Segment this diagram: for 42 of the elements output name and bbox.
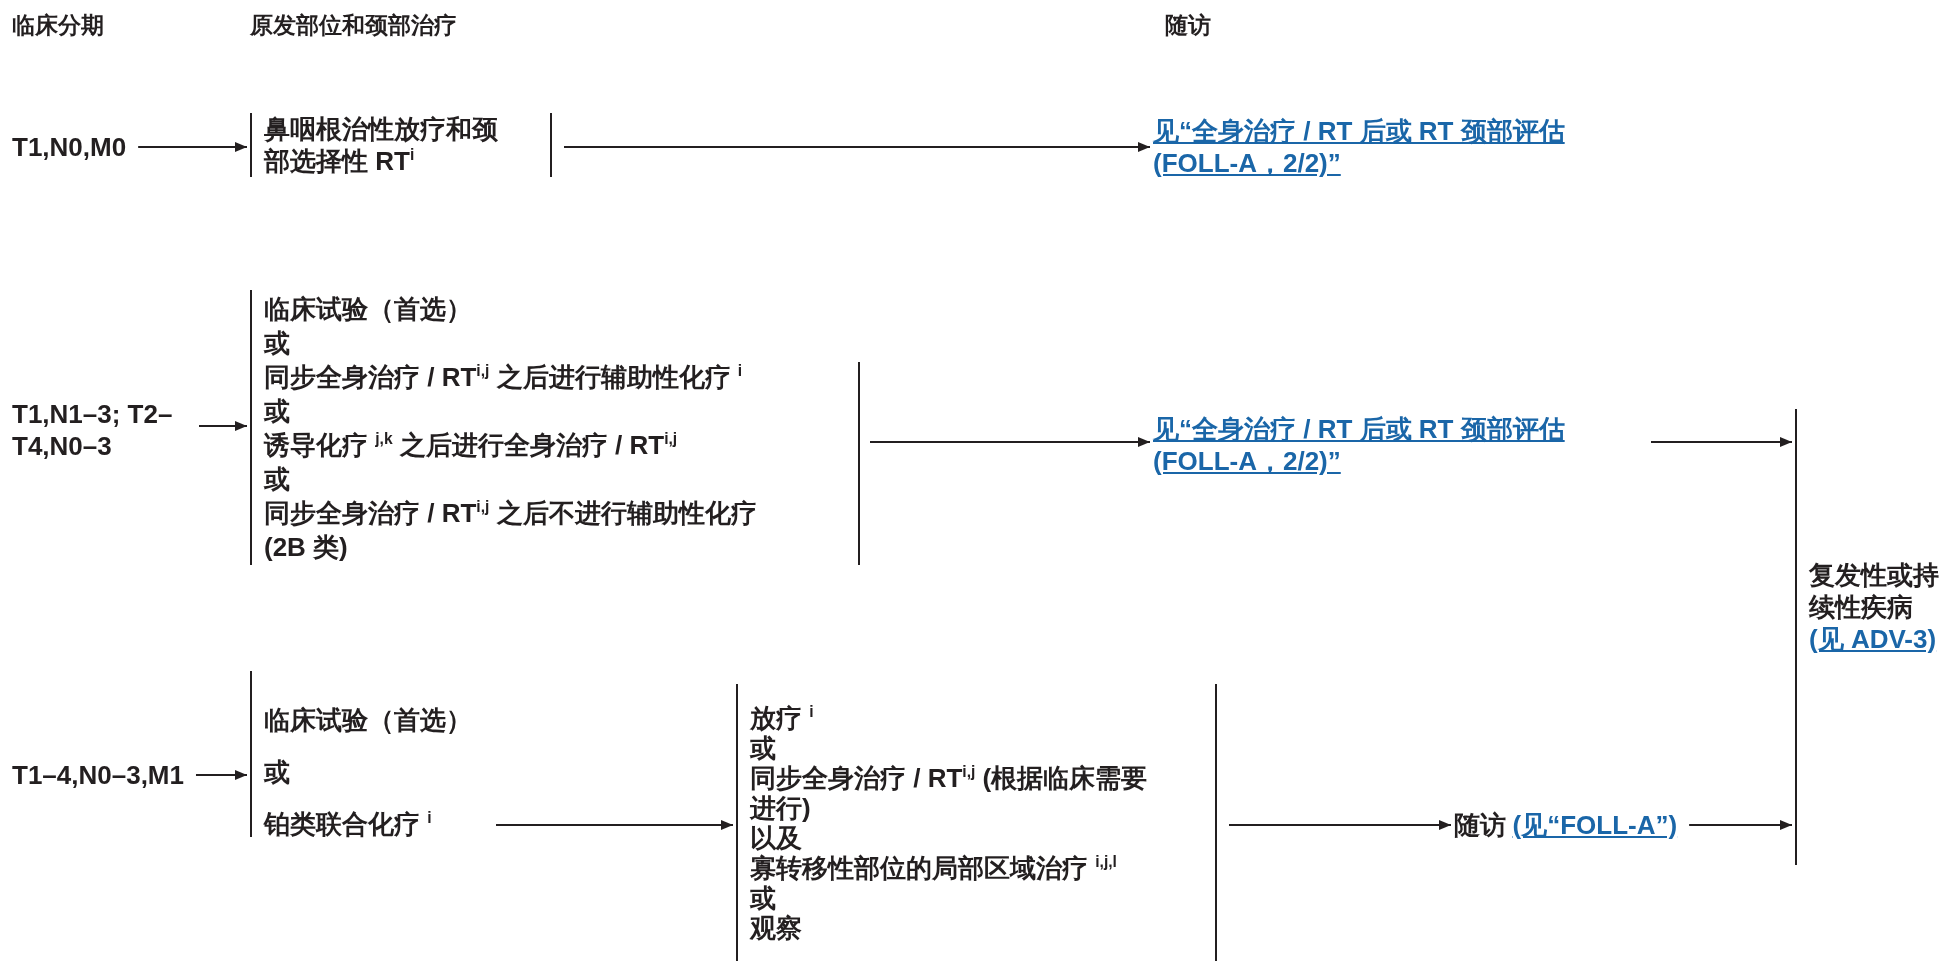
option-text: 或 <box>264 326 291 360</box>
option-text: 或 <box>264 462 291 496</box>
option-text: 同步全身治疗 / RT$^{i,j}$ 之后进行辅助性化疗 $^{i}$ <box>264 360 744 394</box>
followup-text: 随访 <box>1454 810 1506 840</box>
bracket-box <box>250 113 552 177</box>
option-text: 同步全身治疗 / RT$^{i,j}$ 之后不进行辅助性化疗 (2B 类) <box>264 496 758 564</box>
option-text: 临床试验（首选） <box>264 704 472 736</box>
option-text: 寡转移性部位的局部区域治疗 $^{i,j,l}$ <box>750 852 1118 883</box>
option-text: 临床试验（首选） <box>264 292 473 326</box>
column-header: 临床分期 <box>12 11 104 40</box>
option-text: 或 <box>750 882 777 913</box>
link-text: 见“全身治疗 / RT 后或 RT 颈部评估 (FOLL-A，2/2)” <box>1153 413 1593 477</box>
column-header: 原发部位和颈部治疗 <box>250 11 457 40</box>
option-text: 放疗 $^{i}$ <box>750 702 815 733</box>
arrow <box>1688 820 1793 830</box>
column-header: 随访 <box>1165 11 1211 40</box>
arrow <box>137 142 248 152</box>
treatment-text: 鼻咽根治性放疗和颈部选择性 RT$^{i}$ <box>264 113 499 177</box>
arrow <box>495 820 734 830</box>
outcome-text: 复发性或持续性疾病 <box>1809 559 1940 623</box>
arrow <box>869 437 1151 447</box>
stage-label: T1,N0,M0 <box>12 131 127 163</box>
link-text: 见“全身治疗 / RT 后或 RT 颈部评估 (FOLL-A，2/2)” <box>1153 115 1593 179</box>
link-text: (见 ADV-3) <box>1809 623 1938 655</box>
stage-label: T1–4,N0–3,M1 <box>12 759 184 791</box>
arrow <box>198 421 248 431</box>
arrow <box>195 770 248 780</box>
option-text: 铂类联合化疗 $^{i}$ <box>264 808 433 840</box>
option-text: 或 <box>264 756 291 788</box>
option-text: 以及 <box>750 822 803 853</box>
arrow <box>1650 437 1793 447</box>
option-text: 同步全身治疗 / RT$^{i,j}$ (根据临床需要进行) <box>750 762 1149 823</box>
arrow <box>1228 820 1452 830</box>
bracket-box <box>250 290 858 565</box>
link-text: (见“FOLL-A”) <box>1512 810 1678 840</box>
stage-label: T1,N1–3; T2–T4,N0–3 <box>12 398 187 462</box>
option-text: 或 <box>264 394 291 428</box>
bracket-box <box>736 684 1217 961</box>
option-text: 诱导化疗 $^{j,k}$ 之后进行全身治疗 / RT$^{i,j}$ <box>264 428 679 462</box>
option-text: 或 <box>750 732 777 763</box>
option-text: 观察 <box>750 912 803 943</box>
arrow <box>563 142 1151 152</box>
